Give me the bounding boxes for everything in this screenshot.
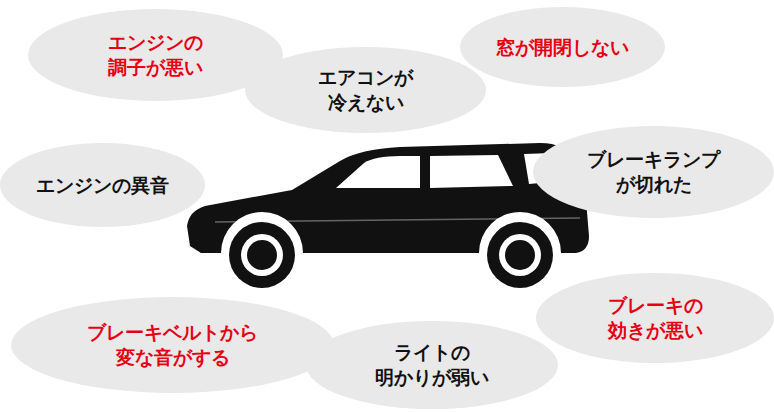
problem-bubble: エアコンが 冷えない xyxy=(245,47,486,133)
car-line xyxy=(215,218,580,222)
car-wheel xyxy=(487,222,553,288)
problem-bubble: ブレーキベルトから 変な音がする xyxy=(11,297,334,393)
problem-text: 窓が開閉しない xyxy=(496,35,629,60)
problem-text: エアコンが 冷えない xyxy=(287,65,445,114)
car-window xyxy=(336,156,420,188)
problem-bubble: ブレーキランプ が切れた xyxy=(533,126,774,218)
problem-bubble: ライトの 明かりが弱い xyxy=(306,321,558,409)
car-window xyxy=(430,155,513,188)
problem-bubble: エンジンの異音 xyxy=(0,143,205,227)
problem-text: ブレーキベルトから 変な音がする xyxy=(65,320,281,369)
problem-text: ブレーキランプ が切れた xyxy=(575,147,733,196)
problem-text: エンジンの異音 xyxy=(36,173,169,198)
problem-text: ブレーキの 効きが悪い xyxy=(577,293,733,342)
problem-bubble: 窓が開閉しない xyxy=(460,7,665,87)
problem-text: エンジンの 調子が悪い xyxy=(72,30,240,79)
problem-bubble: ブレーキの 効きが悪い xyxy=(536,273,774,363)
problem-text: ライトの 明かりが弱い xyxy=(349,340,515,389)
car-wheel xyxy=(229,222,295,288)
